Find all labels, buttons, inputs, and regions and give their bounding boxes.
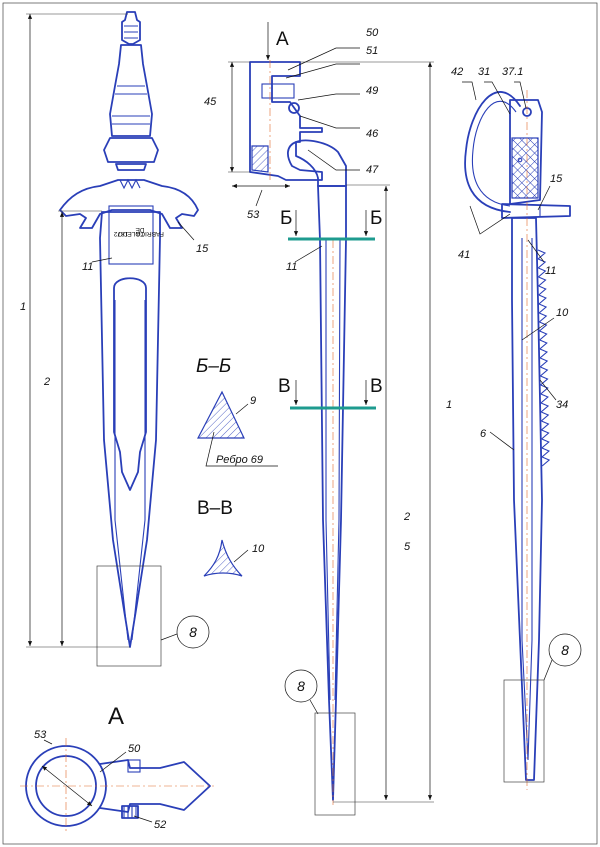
pos-47: 47 xyxy=(366,164,379,176)
sabre-grip xyxy=(509,99,543,205)
saw-back-teeth xyxy=(537,249,551,467)
sabre-tip-callout xyxy=(548,633,582,667)
dagger-tip-callout xyxy=(176,615,210,649)
pos-42: 42 xyxy=(451,66,463,78)
view-a-pos-50: 50 xyxy=(128,743,141,755)
cut-v-left: В xyxy=(278,376,291,397)
dagger-pommel xyxy=(121,11,141,45)
knuckle-guard xyxy=(464,91,521,213)
dim-45: 45 xyxy=(204,96,217,108)
section-vv-pos: 10 xyxy=(252,543,265,555)
dagger-fuller xyxy=(113,277,147,491)
view-a-pos-53: 53 xyxy=(34,729,47,741)
locking-ring-screw xyxy=(288,102,300,114)
sabre-pos-10: 10 xyxy=(556,307,569,319)
stamp-line2: DE xyxy=(135,226,145,233)
locking-screw xyxy=(121,805,139,819)
pos-50: 50 xyxy=(366,27,379,39)
sabre-bayonet-view: 8 42 31 37.1 15 41 11 10 34 6 xyxy=(451,66,582,790)
dagger-tip-detail-frame xyxy=(96,565,162,667)
sabre-pos-blade: 11 xyxy=(545,265,556,277)
dagger-grip xyxy=(109,44,153,137)
sabre-pos-guard: 15 xyxy=(550,173,563,185)
view-a-arrow-label: A xyxy=(276,29,289,50)
pos-37-1: 37.1 xyxy=(502,66,523,78)
cut-v-right: В xyxy=(370,376,383,397)
pos-51: 51 xyxy=(366,45,378,57)
view-a-title: А xyxy=(108,703,124,730)
dagger-crossguard xyxy=(59,179,199,229)
section-vv-title: В–В xyxy=(197,498,233,519)
sabre-tip-label: 8 xyxy=(561,642,569,658)
dagger-dim-blade: 2 xyxy=(43,376,50,388)
pos-6: 6 xyxy=(480,428,487,440)
sabre-blade xyxy=(511,217,543,781)
dagger-pos-guard: 15 xyxy=(196,243,209,255)
bayonet-dim-blade: 2 xyxy=(403,511,410,523)
bayonet-side-view: A Б Б В В 8 45 53 xyxy=(204,22,452,816)
bayonet-tip-callout xyxy=(284,669,318,703)
dagger-tip-label: 8 xyxy=(189,624,197,640)
dagger-blade xyxy=(99,211,161,648)
stamp-line1: FABRICA xyxy=(135,230,163,237)
section-views: Б–Б 9 Ребро 69 В–В 10 xyxy=(196,356,278,577)
bayonet-socket xyxy=(249,61,323,181)
section-bb-profile xyxy=(197,390,245,439)
cut-b-right: Б xyxy=(370,208,382,229)
bore-diameter-dim xyxy=(41,765,93,807)
socket-wall-section xyxy=(251,145,269,173)
dagger-pos-blade: 11 xyxy=(82,261,93,273)
bayonet-dim-total: 1 xyxy=(446,399,452,411)
dagger-ferrule xyxy=(103,137,159,163)
bayonet-tip-detail-frame xyxy=(314,712,356,816)
bayonet-pos-blade: 11 xyxy=(286,261,297,273)
pos-31: 31 xyxy=(478,66,490,78)
pos-34: 34 xyxy=(556,399,568,411)
stamp-line3: TOLEDO xyxy=(118,230,145,237)
maker-stamp xyxy=(108,205,154,265)
sabre-crossguard xyxy=(501,203,571,219)
dagger-dim-total: 1 xyxy=(20,301,26,313)
stamp-line4: 1872 xyxy=(113,230,128,237)
section-bb-note: Ребро 69 xyxy=(216,454,263,466)
dagger-view: FABRICA DE TOLEDO 1872 8 1 2 11 15 xyxy=(20,11,210,667)
bayonet-blade xyxy=(317,185,347,801)
pos-49: 49 xyxy=(366,85,378,97)
dim-53: 53 xyxy=(247,209,260,221)
sabre-tip-detail-frame xyxy=(503,679,545,783)
bayonet-dim-5: 5 xyxy=(404,541,411,553)
pos-41: 41 xyxy=(458,249,470,261)
section-vv-profile xyxy=(203,539,243,577)
view-a: А 53 50 52 xyxy=(20,703,214,834)
section-bb-pos: 9 xyxy=(250,395,256,407)
pos-46: 46 xyxy=(366,128,379,140)
cut-b-left: Б xyxy=(280,208,292,229)
grip-checkering xyxy=(511,137,539,199)
view-a-pos-52: 52 xyxy=(154,819,166,831)
bayonet-tip-label: 8 xyxy=(297,678,305,694)
section-bb-title: Б–Б xyxy=(196,356,231,377)
